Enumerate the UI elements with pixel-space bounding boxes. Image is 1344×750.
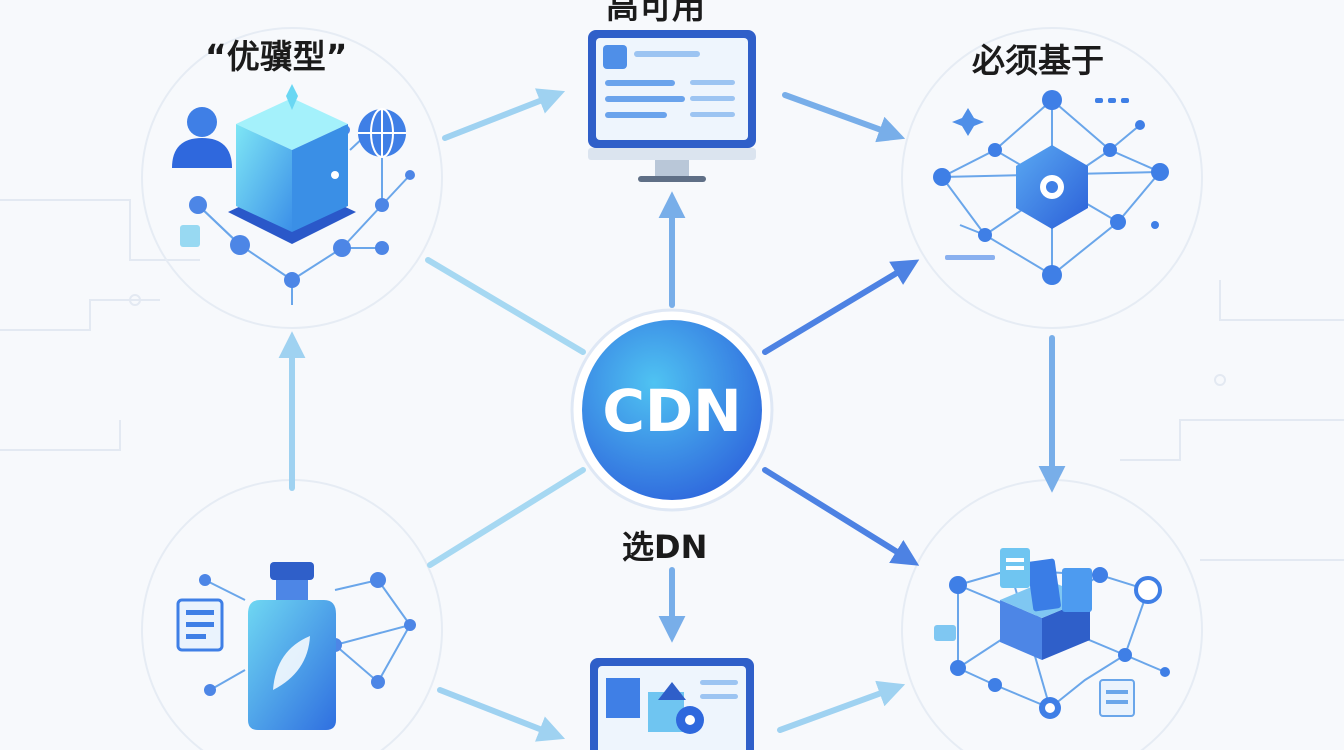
label-top-right: 必须基于 — [972, 41, 1104, 80]
arrow-top-to-tr — [782, 92, 906, 143]
label-below-center: 选DN — [622, 528, 708, 566]
label-top-center: 高可用 — [606, 0, 705, 26]
document-icon — [176, 598, 224, 652]
label-top-left: “优骥型” — [205, 37, 348, 76]
bottle-network-group — [176, 562, 416, 730]
globe-icon — [358, 108, 406, 158]
hexagon-network-icon — [933, 90, 1169, 285]
arrow-tl-to-top — [442, 88, 566, 141]
network-blocks-icon — [934, 548, 1170, 719]
cdn-label: CDN — [602, 377, 741, 445]
bottle-icon — [248, 562, 336, 730]
arrow-center-to-tr — [762, 259, 920, 355]
arrow-center-to-bl — [427, 467, 586, 568]
person-icon — [172, 107, 232, 168]
cube-icon — [228, 84, 356, 244]
background-circuit — [0, 199, 1344, 561]
cdn-hub: CDN — [570, 308, 774, 512]
arrows — [278, 88, 1066, 742]
arrow-center-to-tl — [425, 257, 586, 355]
bottom-monitor-icon — [590, 658, 754, 750]
arrow-center-to-br — [762, 467, 920, 566]
monitor-icon — [588, 30, 756, 182]
cube-network-group — [172, 84, 415, 305]
arrow-bottom-to-br — [777, 680, 906, 733]
arrow-bl-to-bottom — [437, 687, 566, 742]
